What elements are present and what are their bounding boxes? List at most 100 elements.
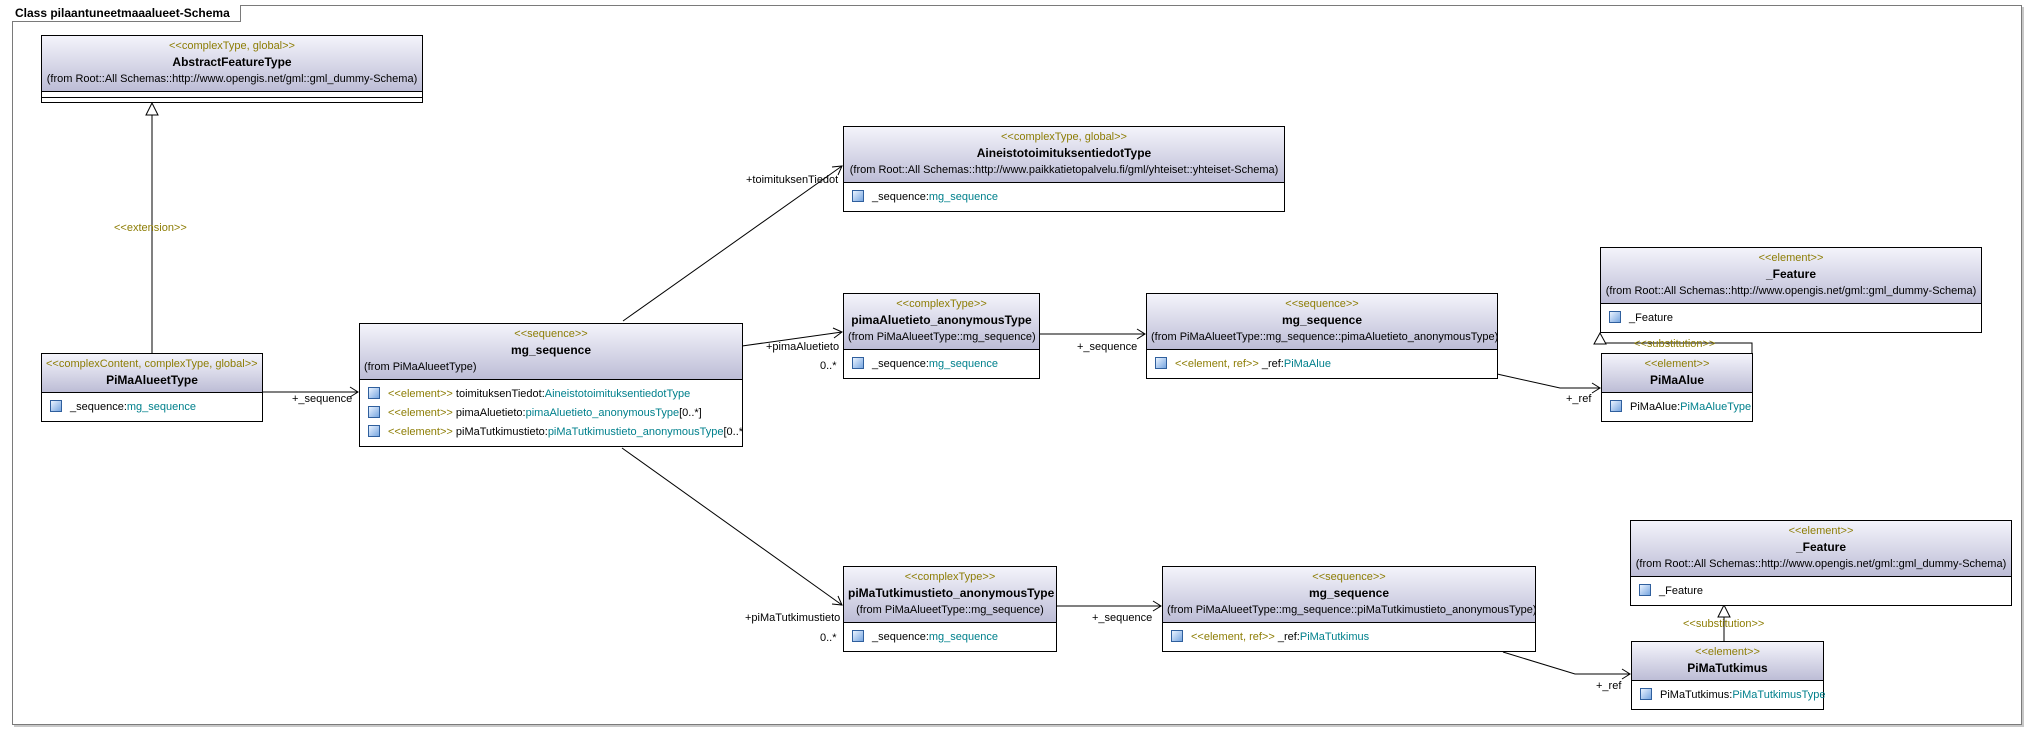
arrowhead — [1136, 328, 1146, 340]
stereotype-label: <<complexContent, complexType, global>> — [46, 358, 258, 370]
attribute-type: mg_sequence — [126, 401, 196, 413]
empty-compartment — [42, 92, 422, 98]
class-header: <<sequence>> mg_sequence (from PiMaAluee… — [1163, 567, 1537, 623]
attribute-row[interactable]: _sequence:mg_sequence — [48, 398, 256, 417]
class-mg-sequence-main[interactable]: <<sequence>> mg_sequence (from PiMaAluee… — [359, 323, 743, 447]
class-origin: (from Root::All Schemas::http://www.paik… — [849, 164, 1279, 176]
attribute-icon — [852, 630, 864, 642]
attribute-row[interactable]: <<element, ref>> _ref:PiMaAlue — [1153, 355, 1491, 374]
multiplicity-label: 0..* — [820, 360, 837, 372]
role-label: +_sequence — [1077, 341, 1138, 353]
attribute-name: piMaTutkimustieto: — [452, 426, 548, 438]
extension-label: <<extension>> — [114, 222, 187, 234]
attribute-row[interactable]: <<element>> piMaTutkimustieto:piMaTutkim… — [366, 423, 743, 442]
attribute-row[interactable]: _Feature — [1637, 582, 2005, 601]
tutkimustieto-connector — [621, 447, 843, 606]
stereotype-label: <<complexType, global>> — [169, 40, 295, 52]
stereotype-label: <<sequence>> — [1285, 298, 1359, 310]
attribute-icon — [1639, 584, 1651, 596]
attribute-name: toimituksenTiedot: — [452, 388, 545, 400]
attribute-icon — [852, 357, 864, 369]
attribute-list: PiMaAlue:PiMaAlueType — [1602, 393, 1752, 421]
class-pimatutkimus[interactable]: <<element>> PiMaTutkimus PiMaTutkimus:Pi… — [1631, 641, 1825, 710]
class-origin: (from Root::All Schemas::http://www.open… — [46, 73, 418, 85]
attribute-icon — [50, 400, 62, 412]
class-header: <<element>> _Feature (from Root::All Sch… — [1631, 521, 2011, 577]
class-header: <<element>> _Feature (from Root::All Sch… — [1601, 248, 1981, 304]
class-header: <<complexType>> pimaAluetieto_anonymousT… — [844, 294, 1039, 350]
attribute-name: PiMaTutkimus: — [1660, 689, 1733, 701]
attribute-row[interactable]: PiMaTutkimus:PiMaTutkimusType — [1638, 686, 1825, 705]
substitution-arrowhead — [1717, 603, 1731, 618]
arrowhead — [831, 165, 843, 176]
class-feature-top[interactable]: <<element>> _Feature (from Root::All Sch… — [1600, 247, 1982, 333]
class-name: mg_sequence — [1308, 586, 1390, 600]
toimituksen-connector — [622, 165, 843, 322]
class-header: <<sequence>> mg_sequence (from PiMaAluee… — [360, 324, 742, 380]
attribute-name: _Feature — [1659, 585, 1704, 597]
attribute-icon — [1609, 311, 1621, 323]
class-pima-aluetieto-anonymous-type[interactable]: <<complexType>> pimaAluetieto_anonymousT… — [843, 293, 1040, 379]
attribute-list: _Feature — [1601, 304, 1981, 332]
attribute-type: mg_sequence — [928, 191, 998, 203]
attribute-stereotype: <<element, ref>> — [1175, 358, 1259, 370]
substitution-arrowhead — [1593, 331, 1607, 345]
class-mg-sequence-alue[interactable]: <<sequence>> mg_sequence (from PiMaAluee… — [1146, 293, 1498, 379]
stereotype-label: <<complexType, global>> — [1001, 131, 1127, 143]
class-header: <<complexType, global>> Aineistotoimituk… — [844, 127, 1284, 183]
class-name: AbstractFeatureType — [172, 55, 292, 69]
attribute-name: pimaAluetieto: — [452, 407, 526, 419]
class-mg-sequence-tutkimus[interactable]: <<sequence>> mg_sequence (from PiMaAluee… — [1162, 566, 1537, 652]
class-pima-tutkimustieto-anonymous-type[interactable]: <<complexType>> piMaTutkimustieto_anonym… — [843, 566, 1057, 652]
attribute-name: PiMaAlue: — [1630, 401, 1681, 413]
attribute-row[interactable]: <<element>> pimaAluetieto:pimaAluetieto_… — [366, 404, 736, 423]
class-pimaalue[interactable]: <<element>> PiMaAlue PiMaAlue:PiMaAlueTy… — [1601, 353, 1753, 422]
attribute-type: PiMaTutkimus — [1299, 631, 1370, 643]
attribute-row[interactable]: _sequence:mg_sequence — [850, 628, 1050, 647]
stereotype-label: <<complexType>> — [904, 571, 996, 583]
attribute-row[interactable]: PiMaAlue:PiMaAlueType — [1608, 398, 1751, 417]
class-origin: (from PiMaAlueetType) — [364, 361, 477, 373]
class-aineistotoimituksentiedot-type[interactable]: <<complexType, global>> Aineistotoimituk… — [843, 126, 1285, 212]
class-abstract-feature-type[interactable]: <<complexType, global>> AbstractFeatureT… — [41, 35, 423, 103]
attribute-multiplicity: [0..* — [723, 426, 744, 438]
attribute-type: PiMaAlue — [1283, 358, 1331, 370]
class-name: pimaAluetieto_anonymousType — [851, 313, 1032, 327]
stereotype-label: <<element>> — [1644, 358, 1710, 370]
attribute-row[interactable]: _sequence:mg_sequence — [850, 188, 1278, 207]
attribute-name: _sequence: — [872, 191, 929, 203]
class-header: <<complexType, global>> AbstractFeatureT… — [42, 36, 422, 92]
role-label: +toimituksenTiedot — [746, 174, 839, 186]
class-origin: (from PiMaAlueetType::mg_sequence::piMaT… — [1167, 604, 1537, 616]
attribute-row[interactable]: <<element>> toimituksenTiedot:Aineistoto… — [366, 385, 736, 404]
attribute-icon — [368, 387, 380, 399]
class-origin: (from PiMaAlueetType::mg_sequence) — [848, 331, 1036, 343]
attribute-list: _sequence:mg_sequence — [844, 623, 1056, 651]
class-name: piMaTutkimustieto_anonymousType — [848, 586, 1055, 600]
attribute-row[interactable]: <<element, ref>> _ref:PiMaTutkimus — [1169, 628, 1529, 647]
attribute-list: _sequence:mg_sequence — [844, 350, 1039, 378]
attribute-icon — [1171, 630, 1183, 642]
role-label: +_sequence — [1092, 612, 1153, 624]
arrowhead — [832, 327, 843, 339]
attribute-row[interactable]: _Feature — [1607, 309, 1975, 328]
ref-connector-alue — [1496, 373, 1600, 389]
arrowhead — [349, 386, 359, 398]
attribute-row[interactable]: _sequence:mg_sequence — [850, 355, 1033, 374]
stereotype-label: <<sequence>> — [1312, 571, 1386, 583]
class-origin: (from PiMaAlueetType::mg_sequence::pimaA… — [1151, 331, 1499, 343]
attribute-name: _Feature — [1629, 312, 1674, 324]
class-feature-bottom[interactable]: <<element>> _Feature (from Root::All Sch… — [1630, 520, 2012, 606]
attribute-icon — [368, 406, 380, 418]
attribute-type: PiMaAlueType — [1680, 401, 1752, 413]
attribute-list: <<element>> toimituksenTiedot:Aineistoto… — [360, 380, 743, 446]
role-label: +_ref — [1596, 680, 1622, 692]
class-name: _Feature — [1795, 540, 1847, 554]
class-pimaalueet-type[interactable]: <<complexContent, complexType, global>> … — [41, 353, 263, 422]
generalization-arrowhead — [145, 101, 159, 116]
attribute-type: pimaAluetieto_anonymousType — [525, 407, 680, 419]
attribute-stereotype: <<element, ref>> — [1191, 631, 1275, 643]
attribute-type: AineistotoimituksentiedotType — [544, 388, 691, 400]
attribute-list: _Feature — [1631, 577, 2011, 605]
